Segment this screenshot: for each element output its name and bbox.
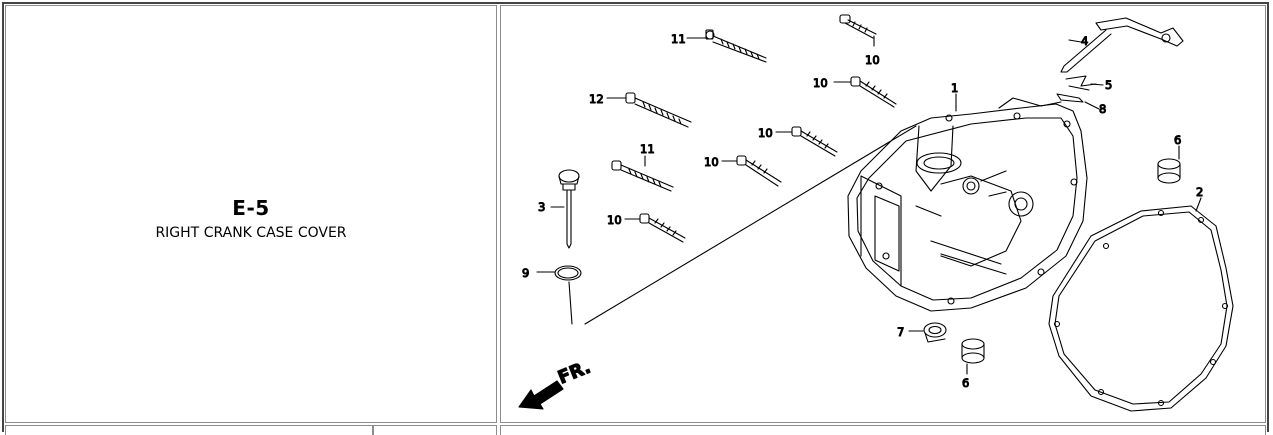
callout-10: 10 [865,53,880,67]
dowel-pin-lower: 6 [961,338,985,391]
lever-spring: 5 [1065,75,1113,93]
oil-seal: 7 [896,322,947,343]
callout-6: 6 [1174,133,1181,147]
footer-cell-1 [5,425,373,435]
parts-list-header-row [5,425,1266,435]
section-code: E-5 [232,196,270,220]
retaining-clip: 8 [1056,93,1107,117]
callout-2: 2 [1196,185,1203,199]
bolt-10-lower: 10 [606,212,686,243]
front-direction-arrow: FR. [518,356,594,410]
callout-6: 6 [962,376,969,390]
footer-cell-2 [373,425,497,435]
dowel-pin-upper: 6 [1157,132,1182,184]
diagram-drawing: 11 10 10 12 10 [518,14,1234,412]
cover-gasket: 2 [1048,184,1234,412]
callout-7: 7 [897,325,904,339]
callout-12: 12 [589,92,604,106]
crank-case-cover: 1 [847,80,1088,312]
bolt-10-top: 10 [839,14,880,68]
callout-5: 5 [1105,78,1112,92]
section-title-cell: E-5 RIGHT CRANK CASE COVER [5,5,497,423]
bolt-10-mid: 10 [812,75,897,108]
o-ring: 9 [521,265,582,325]
bolt-11-top: 11 [670,29,767,63]
section-name: RIGHT CRANK CASE COVER [155,225,347,241]
front-direction-label: FR. [555,357,594,389]
callout-9: 9 [522,266,529,280]
callout-8: 8 [1099,102,1106,116]
callout-10: 10 [758,126,773,140]
exploded-parts-diagram: 11 10 10 12 10 [500,5,1266,423]
clutch-lever: 4 [1060,17,1184,73]
bolt-10-left: 10 [703,154,782,187]
bolt-12: 12 [588,91,692,128]
callout-1: 1 [951,81,958,95]
callout-10: 10 [704,155,719,169]
callout-10: 10 [813,76,828,90]
callout-11: 11 [671,32,686,46]
callout-3: 3 [538,200,545,214]
bolt-10-center: 10 [757,125,838,157]
callout-10: 10 [607,213,622,227]
leader-line [584,125,917,325]
oil-dipstick: 3 [537,169,580,249]
bolt-11-left: 11 [611,141,674,192]
callout-11: 11 [640,142,655,156]
footer-cell-3 [500,425,1266,435]
callout-4: 4 [1081,34,1088,48]
